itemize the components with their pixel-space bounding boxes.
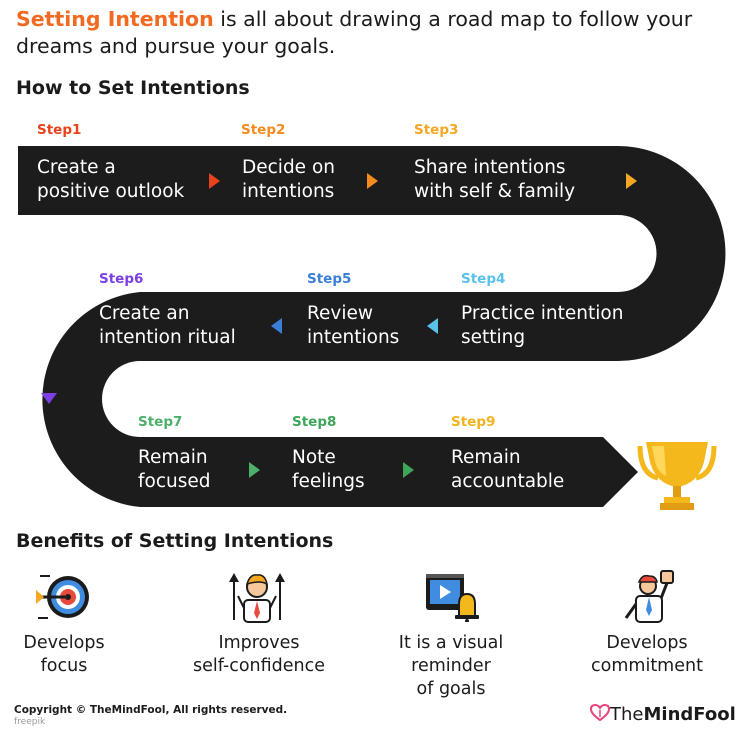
brand-bold: MindFool	[643, 704, 736, 725]
trophy-icon	[637, 442, 717, 510]
confident-person-icon	[229, 573, 285, 623]
step-2-label: Step2	[241, 122, 286, 138]
step-2-text: Decide on intentions	[242, 157, 335, 202]
step-8-label: Step8	[292, 414, 337, 430]
brand-prefix: The	[610, 704, 644, 725]
benefit-1-text: Develops focus	[23, 633, 105, 676]
step-3-text: Share intentions with self & family	[414, 157, 576, 202]
arrow-left-icon	[427, 318, 438, 334]
arrow-right-icon	[209, 173, 220, 189]
road	[18, 146, 726, 507]
step-7-label: Step7	[138, 414, 183, 430]
step-6-text: Create an intention ritual	[99, 303, 236, 348]
intro-highlight: Setting Intention	[16, 7, 214, 31]
arrow-right-icon	[249, 462, 260, 478]
brand-logo[interactable]: TheMindFool	[589, 703, 736, 725]
intro-text: Setting Intention is all about drawing a…	[16, 6, 728, 60]
intro-rest: is all about drawing a road map to follo…	[16, 7, 693, 58]
step-4-label: Step4	[461, 271, 506, 287]
arrow-left-icon	[271, 318, 282, 334]
step-9-text: Remain accountable	[451, 447, 565, 492]
step-4-text: Practice intention setting	[461, 303, 624, 348]
arrow-right-icon	[367, 173, 378, 189]
benefit-3-text: It is a visual reminder of goals	[398, 633, 504, 699]
arrow-down-icon	[41, 393, 57, 404]
step-1-label: Step1	[37, 122, 82, 138]
video-reminder-icon	[426, 574, 479, 622]
step-9-label: Step9	[451, 414, 496, 430]
committed-person-icon	[624, 570, 674, 623]
benefit-4-text: Develops commitment	[591, 633, 703, 676]
arrow-right-icon	[403, 462, 414, 478]
step-5-text: Review intentions	[307, 303, 400, 348]
copyright-text: Copyright © TheMindFool, All rights rese…	[14, 704, 288, 716]
step-5-label: Step5	[307, 271, 352, 287]
how-heading: How to Set Intentions	[16, 77, 250, 99]
credit-text: freepik	[14, 717, 46, 727]
step-7-text: Remain focused	[138, 447, 211, 492]
benefit-2-text: Improves self-confidence	[192, 633, 326, 676]
step-8-text: Note feelings	[292, 447, 365, 492]
step-1-text: Create a positive outlook	[37, 157, 185, 202]
step-3-label: Step3	[414, 122, 459, 138]
target-icon	[36, 575, 89, 619]
heart-logo-icon	[589, 703, 611, 722]
benefits-heading: Benefits of Setting Intentions	[16, 530, 334, 552]
step-6-label: Step6	[99, 271, 144, 287]
arrow-right-icon	[626, 173, 637, 189]
